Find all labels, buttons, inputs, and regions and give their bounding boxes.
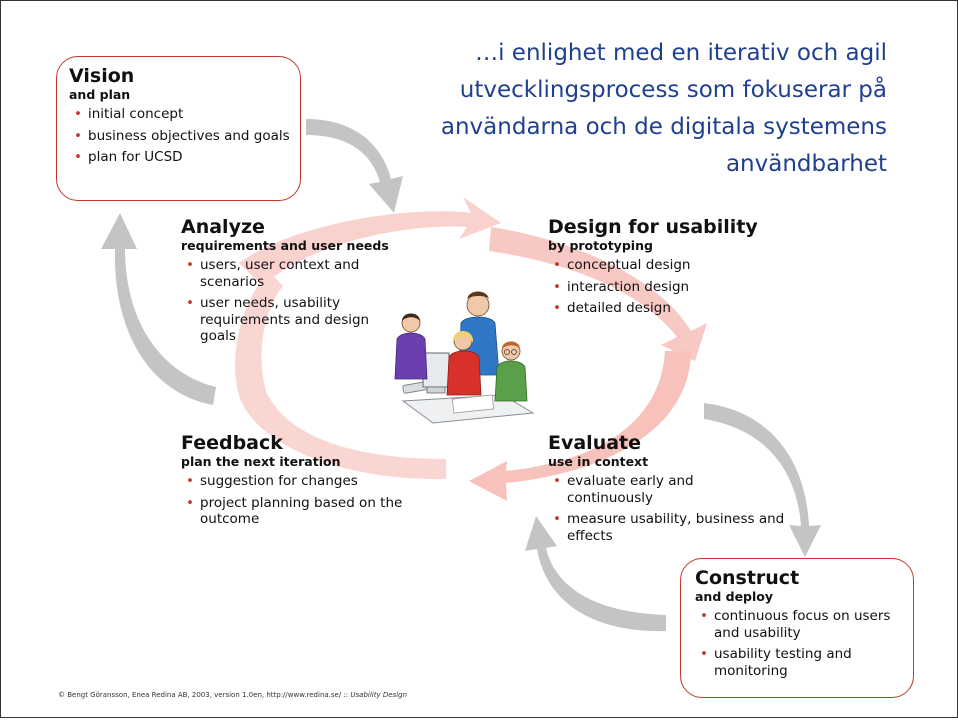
list-item: plan for UCSD <box>69 149 292 166</box>
list-item: suggestion for changes <box>181 473 416 490</box>
construct-list: continuous focus on users and usability … <box>695 608 895 679</box>
footer-italic: Usability Design <box>350 691 408 699</box>
list-item: usability testing and monitoring <box>695 646 895 679</box>
team-at-computer-illustration <box>394 291 535 424</box>
analyze-subtitle: requirements and user needs <box>181 238 389 253</box>
feedback-list: suggestion for changes project planning … <box>181 473 416 528</box>
cycle-arrow-bottomright <box>469 351 691 501</box>
list-item: conceptual design <box>548 257 808 274</box>
analyze-section: Analyze requirements and user needs user… <box>181 217 451 350</box>
feedback-section: Feedback plan the next iteration suggest… <box>181 433 431 533</box>
design-section: Design for usability by prototyping conc… <box>548 217 808 322</box>
list-item: project planning based on the outcome <box>181 495 416 528</box>
vision-subtitle: and plan <box>69 87 131 102</box>
grey-arrow-construct-to-evaluate <box>525 516 666 632</box>
vision-box: Vision and plan initial concept business… <box>56 56 301 201</box>
construct-box: Construct and deploy continuous focus on… <box>680 558 914 698</box>
cycle-arrow-top <box>239 197 501 286</box>
feedback-subtitle: plan the next iteration <box>181 454 341 469</box>
vision-list: initial concept business objectives and … <box>69 106 292 166</box>
cycle-arrow-left <box>235 271 446 480</box>
list-item: detailed design <box>548 300 808 317</box>
feedback-title: Feedback <box>181 432 283 454</box>
construct-subtitle: and deploy <box>695 589 774 604</box>
footer-text: © Bengt Göransson, Enea Redina AB, 2003,… <box>58 691 351 699</box>
list-item: business objectives and goals <box>69 128 292 145</box>
cycle-arrow-right <box>489 227 707 361</box>
design-list: conceptual design interaction design det… <box>548 257 808 317</box>
evaluate-list: evaluate early and continuously measure … <box>548 473 788 544</box>
analyze-title: Analyze <box>181 216 265 238</box>
design-title: Design for usability <box>548 216 758 238</box>
vision-title: Vision <box>69 65 135 87</box>
list-item: measure usability, business and effects <box>548 511 788 544</box>
headline: …i enlighet med en iterativ och agil utv… <box>440 40 887 177</box>
evaluate-subtitle: use in context <box>548 454 649 469</box>
list-item: interaction design <box>548 279 808 296</box>
list-item: initial concept <box>69 106 292 123</box>
grey-arrow-vision-to-analyze <box>306 119 403 213</box>
design-subtitle: by prototyping <box>548 238 653 253</box>
evaluate-title: Evaluate <box>548 432 642 454</box>
footer-credit: © Bengt Göransson, Enea Redina AB, 2003,… <box>58 691 407 699</box>
grey-arrow-feedback-to-vision <box>101 213 216 405</box>
evaluate-section: Evaluate use in context evaluate early a… <box>548 433 798 549</box>
analyze-list: users, user context and scenarios user n… <box>181 257 406 345</box>
construct-title: Construct <box>695 567 800 589</box>
list-item: continuous focus on users and usability <box>695 608 895 641</box>
grey-arrow-design-to-construct <box>704 403 821 557</box>
list-item: users, user context and scenarios <box>181 257 406 290</box>
list-item: user needs, usability requirements and d… <box>181 295 406 345</box>
list-item: evaluate early and continuously <box>548 473 732 506</box>
